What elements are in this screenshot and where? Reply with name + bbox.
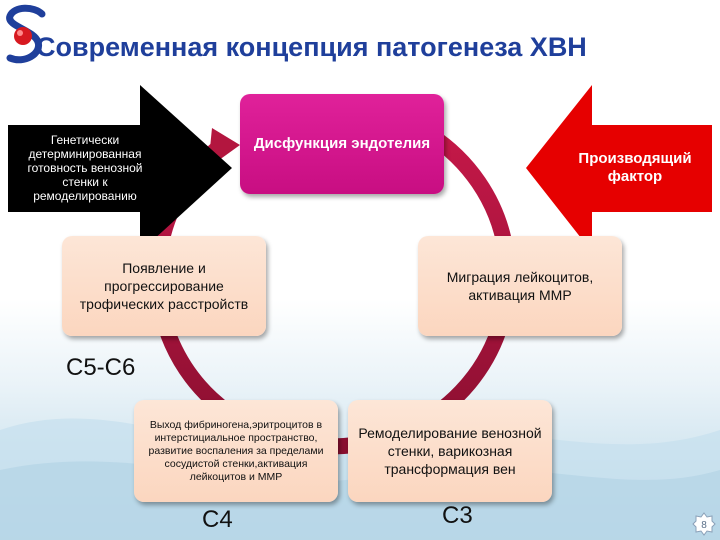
box-endothelial-dysfunction-label: Дисфункция эндотелия <box>253 135 431 152</box>
slide-title: Современная концепция патогенеза ХВН <box>36 32 587 62</box>
page-number: 8 <box>701 520 707 531</box>
logo-icon <box>6 4 46 64</box>
box-trophic-disorders: Появление и прогрессирование трофических… <box>62 236 266 336</box>
box-fibrinogen-release: Выход фибриногена,эритроцитов в интерсти… <box>134 400 338 502</box>
box-fibrinogen-release-label: Выход фибриногена,эритроцитов в интерсти… <box>148 418 324 483</box>
red-arrow-label: Производящий фактор <box>578 150 692 185</box>
stage-c3: C3 <box>442 502 473 529</box>
red-arrow-shape <box>526 85 712 252</box>
stage-c5-c6: C5-C6 <box>66 354 136 381</box>
stage-c4: C4 <box>202 506 233 533</box>
page-number-badge: 8 <box>692 512 716 536</box>
red-arrow-text: Производящий фактор <box>560 140 710 196</box>
box-leukocyte-migration: Миграция лейкоцитов, активация ММР <box>418 236 622 336</box>
black-arrow-text: Генетически детерминированная готовность… <box>10 128 160 208</box>
box-leukocyte-migration-label: Миграция лейкоцитов, активация ММР <box>446 269 594 303</box>
box-endothelial-dysfunction: Дисфункция эндотелия <box>240 94 444 194</box>
black-arrow-shape <box>8 85 232 252</box>
box-vein-remodeling: Ремоделирование венозной стенки, варикоз… <box>348 400 552 502</box>
black-arrow-label: Генетически детерминированная готовность… <box>27 133 143 203</box>
box-trophic-disorders-label: Появление и прогрессирование трофических… <box>79 260 249 312</box>
box-vein-remodeling-label: Ремоделирование венозной стенки, варикоз… <box>358 425 542 477</box>
